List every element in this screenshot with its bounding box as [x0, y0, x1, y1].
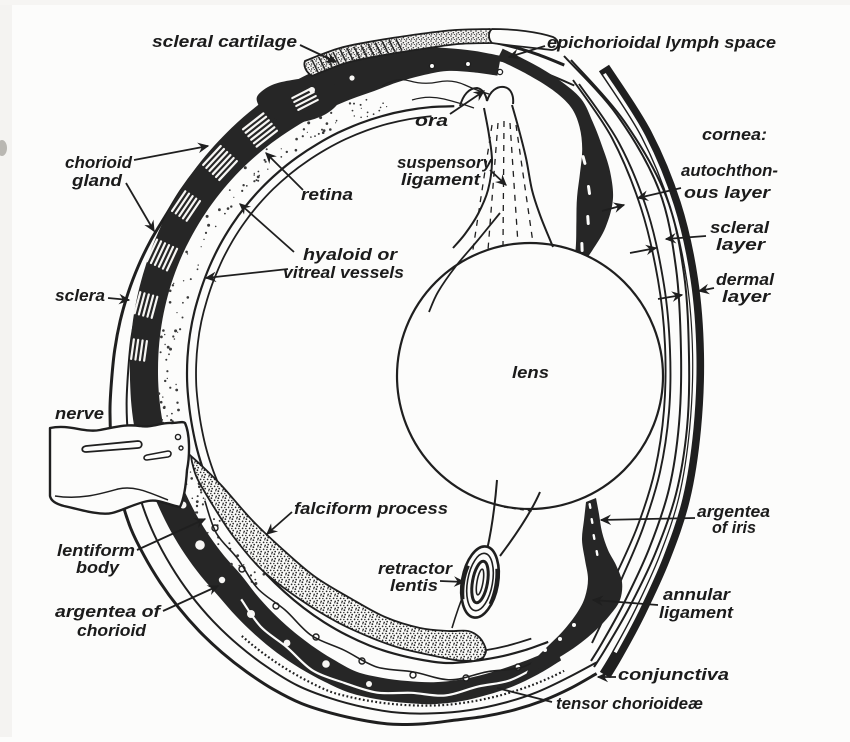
svg-text:retractor: retractor [378, 559, 454, 578]
svg-text:ligament: ligament [659, 603, 734, 622]
svg-text:annular: annular [663, 585, 732, 604]
svg-text:dermal: dermal [716, 270, 774, 289]
svg-text:vitreal vessels: vitreal vessels [283, 263, 404, 282]
svg-text:argentea: argentea [697, 502, 770, 521]
svg-text:ora: ora [415, 111, 448, 130]
svg-text:suspensory: suspensory [397, 153, 494, 172]
svg-text:epichorioidal lymph space: epichorioidal lymph space [547, 33, 776, 52]
svg-text:of iris: of iris [712, 518, 756, 537]
svg-text:ous layer: ous layer [684, 183, 772, 202]
svg-text:argentea of: argentea of [55, 602, 162, 621]
svg-text:nerve: nerve [55, 404, 104, 423]
svg-text:retina: retina [301, 185, 353, 204]
svg-text:lentiform: lentiform [57, 541, 135, 560]
svg-text:tensor chorioideæ: tensor chorioideæ [556, 694, 703, 713]
svg-text:layer: layer [716, 235, 767, 254]
svg-text:hyaloid or: hyaloid or [303, 245, 399, 264]
svg-text:conjunctiva: conjunctiva [618, 665, 729, 684]
svg-text:autochthon-: autochthon- [681, 161, 778, 180]
svg-text:layer: layer [722, 287, 772, 306]
svg-text:body: body [76, 558, 121, 577]
svg-text:scleral cartilage: scleral cartilage [152, 32, 297, 51]
svg-text:cornea:: cornea: [702, 125, 767, 144]
svg-text:sclera: sclera [55, 286, 105, 305]
svg-text:chorioid: chorioid [65, 153, 133, 172]
svg-text:lens: lens [512, 363, 549, 382]
svg-text:scleral: scleral [710, 218, 769, 237]
svg-text:ligament: ligament [401, 170, 482, 189]
svg-text:chorioid: chorioid [77, 621, 147, 640]
svg-text:gland: gland [71, 171, 123, 190]
svg-text:falciform process: falciform process [294, 499, 448, 518]
svg-text:lentis: lentis [390, 576, 438, 595]
